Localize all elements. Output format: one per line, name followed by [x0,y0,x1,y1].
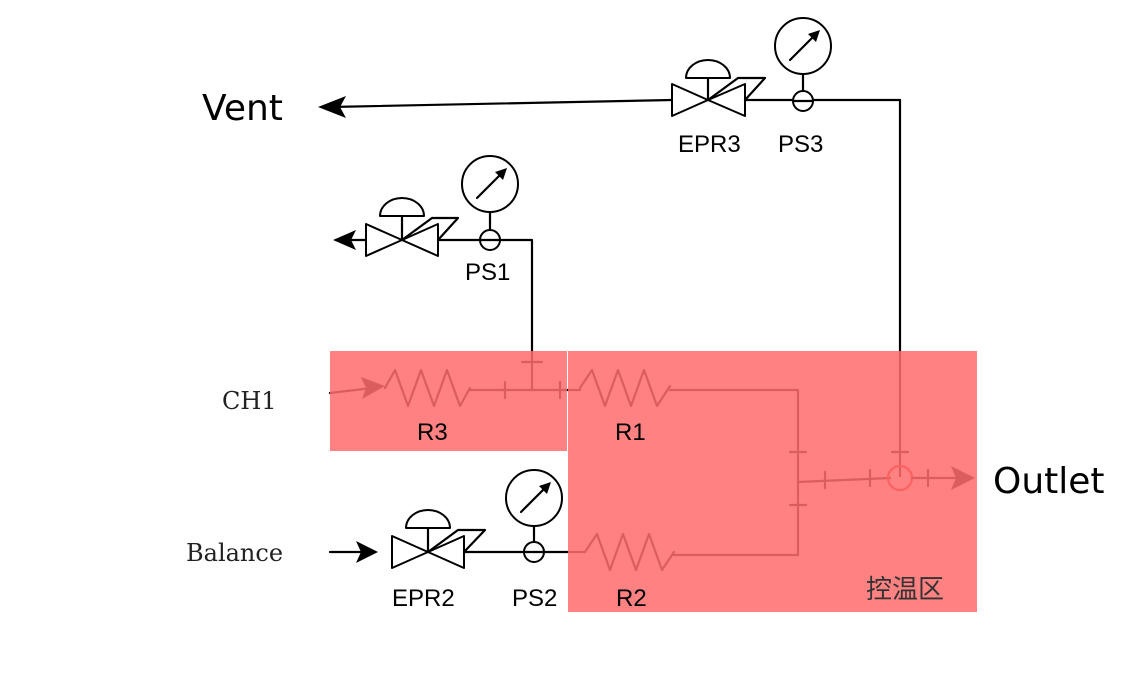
ps3-pressure-sensor-icon [774,17,832,112]
epr2-regulator-icon [391,509,487,569]
r2-label: R2 [616,585,647,612]
ps1-vent-line [333,230,534,392]
ps1-pressure-sensor-icon [461,155,519,251]
ps2-label: PS2 [512,585,557,612]
r1-label: R1 [615,419,646,446]
ps1-vent-arrow-icon [333,230,356,250]
balance-label: Balance [186,539,283,567]
outlet-label: Outlet [993,461,1105,502]
r3-label: R3 [417,419,448,446]
vent-arrow-icon [318,96,346,118]
balance-line [328,541,378,563]
epr3-label: EPR3 [678,131,741,158]
balance-arrow-icon [356,541,378,563]
ch1-label: CH1 [222,387,277,415]
temperature-zone-label: 控温区 [866,575,944,605]
temperature-zone-main [568,351,977,612]
ps3-label: PS3 [778,131,823,158]
ps1-regulator-icon [365,197,460,257]
epr2-label: EPR2 [392,585,455,612]
ps1-label: PS1 [465,259,510,286]
epr3-regulator-icon [671,59,767,117]
temperature-zone-left [330,351,567,451]
ps2-pressure-sensor-icon [505,469,563,563]
vent-label: Vent [202,88,283,129]
